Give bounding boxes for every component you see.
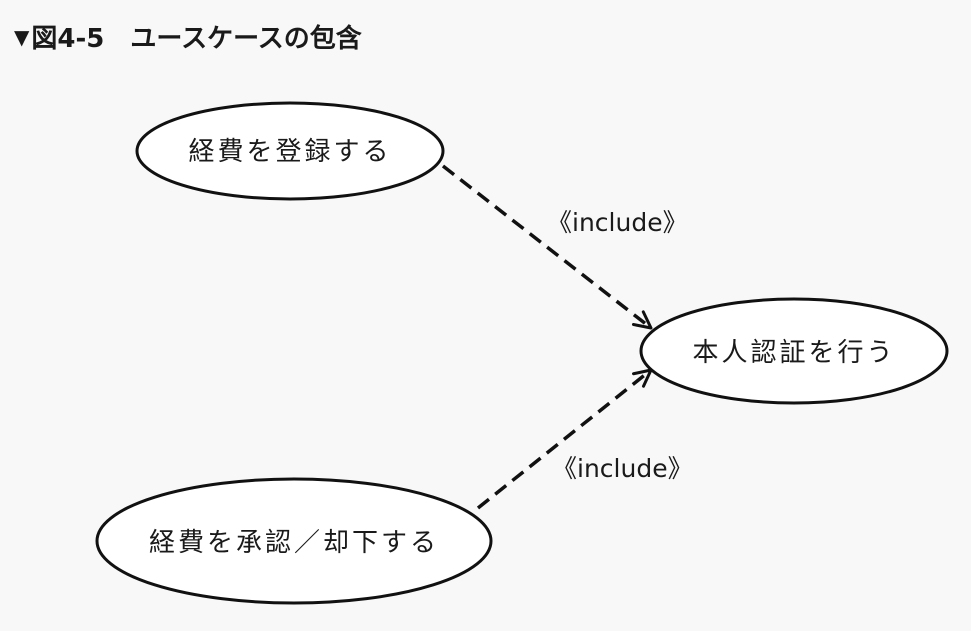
use-case-authenticate-label: 本人認証を行う (692, 338, 895, 368)
figure-caption: ユースケースの包含 (130, 24, 362, 54)
include-relation-1[interactable]: 《include》 (441, 164, 688, 330)
use-case-approve-reject[interactable]: 経費を承認／却下する (95, 477, 493, 605)
use-case-register-expense-label: 経費を登録する (188, 137, 391, 167)
include-arrow-2 (476, 368, 653, 510)
use-case-authenticate[interactable]: 本人認証を行う (639, 297, 949, 405)
figure-title: ▼ 図4-5 ユースケースの包含 (14, 18, 362, 55)
triangle-down-icon: ▼ (14, 24, 30, 49)
figure-number: 図4-5 (31, 24, 105, 54)
include-label-2: 《include》 (552, 454, 693, 483)
use-case-approve-reject-label: 経費を承認／却下する (149, 528, 439, 558)
include-relation-2[interactable]: 《include》 (476, 368, 693, 510)
include-label-1: 《include》 (547, 208, 688, 237)
use-case-register-expense[interactable]: 経費を登録する (135, 101, 445, 201)
include-arrow-1 (441, 164, 653, 330)
